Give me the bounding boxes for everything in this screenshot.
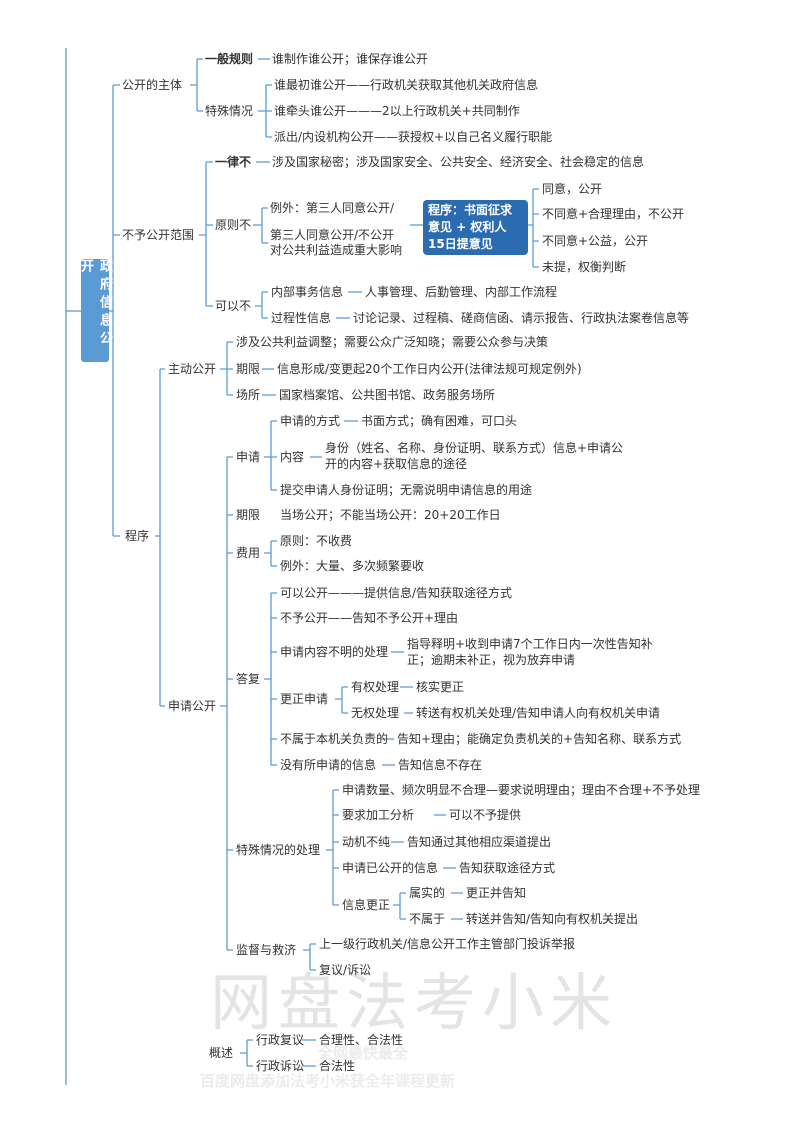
node-active-term-text: 信息形成/变更起20个工作日内公开(法律法规可规定例外) [277, 362, 582, 376]
node-disagree-reason: 不同意+合理理由，不公开 [542, 207, 685, 221]
node-admin-review-text: 合理性、合法性 [319, 1033, 404, 1047]
node-exempt: 不予公开范围 [122, 228, 195, 242]
node-active: 主动公开 [168, 362, 217, 376]
node-special-3: 派出/内设机构公开——获授权+以自己名义履行职能 [274, 130, 553, 144]
node-special-2: 谁牵头谁公开———2以上行政机关+共同制作 [274, 104, 520, 118]
node-active-scope: 涉及公共利益调整；需要公众广泛知晓；需要公众参与决策 [236, 335, 549, 349]
node-no-info: 没有所申请的信息 [280, 758, 377, 772]
node-sup-2: 复议/诉讼 [319, 963, 372, 977]
node-special: 特殊情况 [205, 104, 254, 118]
node-special-handling: 特殊情况的处理 [236, 843, 321, 857]
node-sh-5b-text: 转送并告知/告知向有权机关提出 [466, 912, 639, 926]
node-process-info: 过程性信息 [271, 311, 332, 325]
node-term: 期限 [236, 508, 261, 522]
node-internal-text: 人事管理、后勤管理、内部工作流程 [365, 285, 558, 299]
node-sup-1: 上一级行政机关/信息公开工作主管部门投诉举报 [319, 937, 576, 951]
node-fee: 费用 [236, 546, 261, 560]
node-not-responsible-text: 告知+理由；能确定负责机关的+告知名称、联系方式 [397, 732, 682, 746]
node-sh-5b: 不属于 [409, 912, 446, 926]
node-correction: 更正申请 [280, 692, 329, 706]
node-apply-public: 申请公开 [168, 699, 217, 713]
node-submit-id: 提交申请人身份证明；无需说明申请信息的用途 [280, 483, 533, 497]
node-apply-method: 申请的方式 [280, 414, 341, 428]
node-reply-2: 不予公开——告知不予公开+理由 [280, 611, 459, 625]
node-admin-litigation-text: 合法性 [319, 1059, 356, 1073]
node-authorized: 有权处理 [351, 680, 400, 694]
node-not-responsible: 不属于本机关负责的 [280, 732, 389, 746]
node-fee-principle: 原则：不收费 [280, 534, 353, 548]
node-general-rule: 一般规则 [205, 52, 254, 66]
node-unclear-text-2: 正；逾期未补正，视为放弃申请 [407, 653, 576, 667]
node-admin-litigation: 行政诉讼 [256, 1059, 305, 1073]
watermark-line-2: 百度网盘添加法考小米获全年课程更新 [200, 1072, 456, 1090]
node-never: 一律不 [215, 155, 252, 169]
node-sh-5a: 属实的 [409, 886, 446, 900]
root-node: 政府信息公开 [78, 259, 112, 362]
node-reply: 答复 [236, 672, 261, 686]
node-sh-5a-text: 更正并告知 [466, 886, 527, 900]
node-term-text: 当场公开；不能当场公开：20+20工作日 [280, 508, 501, 522]
node-fee-exception: 例外：大量、多次频繁要收 [280, 559, 425, 573]
node-may-not: 可以不 [215, 299, 252, 313]
node-sh-4-text: 告知获取途径方式 [459, 861, 556, 875]
node-unclear: 申请内容不明的处理 [280, 645, 389, 659]
node-authorized-text: 核实更正 [416, 680, 465, 694]
node-sh-1: 申请数量、频次明显不合理—要求说明理由；理由不合理+不予处理 [342, 783, 701, 797]
node-sh-3: 动机不纯 [342, 835, 391, 849]
node-supervision: 监督与救济 [236, 943, 297, 957]
watermark-main: 网盘法考小米 [210, 966, 619, 1039]
node-internal: 内部事务信息 [271, 285, 344, 299]
node-subject: 公开的主体 [122, 78, 183, 92]
node-never-text: 涉及国家秘密；涉及国家安全、公共安全、经济安全、社会稳定的信息 [272, 155, 645, 169]
node-agree: 同意，公开 [542, 182, 603, 196]
node-disagree-public: 不同意+公益，公开 [542, 234, 649, 248]
node-active-place-text: 国家档案馆、公共图书馆、政务服务场所 [279, 388, 496, 402]
node-sh-3-text: 告知通过其他相应渠道提出 [407, 835, 552, 849]
node-sh-5: 信息更正 [342, 898, 391, 912]
node-active-place: 场所 [236, 388, 261, 402]
node-general-rule-text: 谁制作谁公开；谁保存谁公开 [272, 52, 429, 66]
node-reply-1: 可以公开———提供信息/告知获取途径方式 [280, 586, 513, 600]
node-unclear-text-1: 指导释明+收到申请7个工作日内一次性告知补 [407, 637, 653, 651]
node-special-1: 谁最初谁公开——行政机关获取其他机关政府信息 [274, 78, 539, 92]
node-apply-method-text: 书面方式；确有困难，可口头 [361, 414, 518, 428]
node-no-info-text: 告知信息不存在 [398, 758, 483, 772]
node-sh-2: 要求加工分析 [342, 808, 415, 822]
node-sh-2-text: 可以不予提供 [449, 808, 522, 822]
node-no-response: 未提，权衡判断 [542, 260, 627, 274]
node-third-party-1: 第三人同意公开/不公开 [270, 228, 395, 242]
watermark-line-1: 全网最快最全 [318, 1044, 409, 1062]
node-third-party-2: 对公共利益造成重大影响 [270, 243, 403, 257]
node-overview: 概述 [209, 1046, 234, 1060]
node-apply: 申请 [236, 450, 261, 464]
node-procedure: 程序 [125, 529, 150, 543]
node-process-info-text: 讨论记录、过程稿、磋商信函、请示报告、行政执法案卷信息等 [353, 311, 690, 325]
node-exception: 例外：第三人同意公开/ [270, 201, 395, 215]
node-content: 内容 [280, 450, 305, 464]
node-principle: 原则不 [215, 218, 252, 232]
node-unauthorized-text: 转送有权机关处理/告知申请人向有权机关申请 [416, 706, 661, 720]
node-sh-4: 申请已公开的信息 [342, 861, 439, 875]
node-content-text-2: 开的内容+获取信息的途径 [325, 457, 468, 471]
node-unauthorized: 无权处理 [351, 706, 400, 720]
node-admin-review: 行政复议 [256, 1033, 305, 1047]
node-active-term: 期限 [236, 362, 261, 376]
node-content-text-1: 身份（姓名、名称、身份证明、联系方式）信息+申请公 [325, 441, 624, 455]
procedure-box: 程序：书面征求 意见 + 权利人 15日提意见 [423, 200, 528, 255]
